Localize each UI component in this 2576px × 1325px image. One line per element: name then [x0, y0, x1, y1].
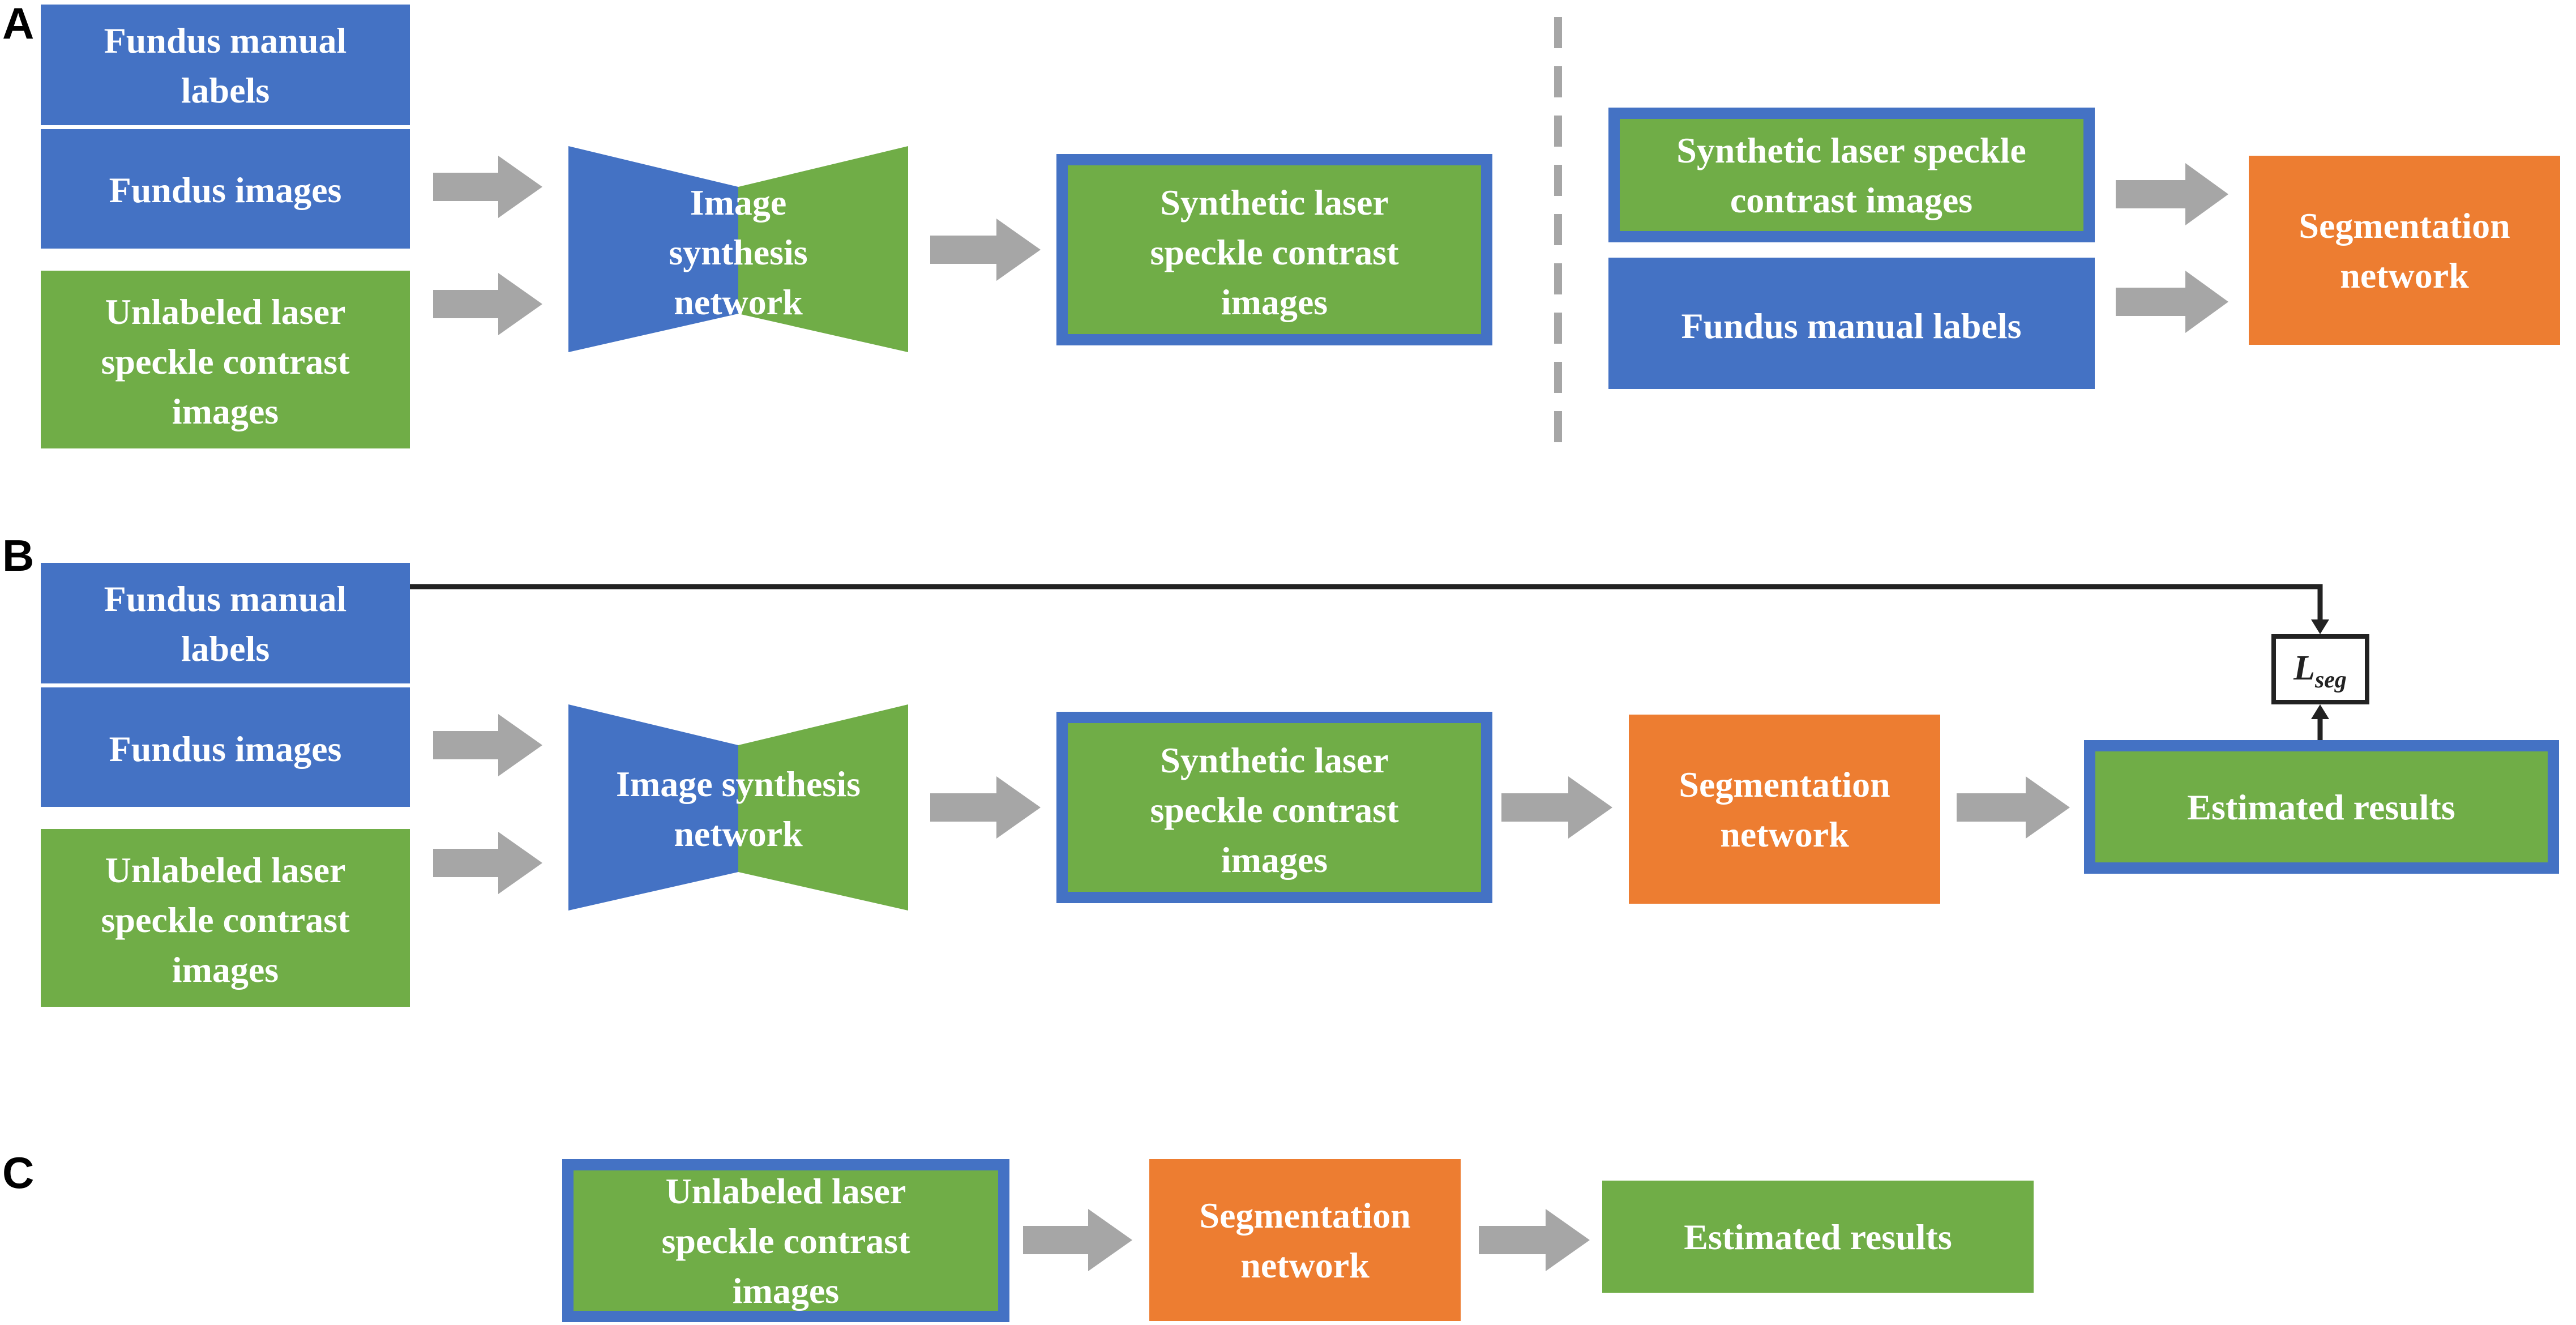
loss-main-letter: L [2293, 649, 2315, 687]
block-arrow-icon [1479, 1209, 1590, 1271]
block-arrow-icon [930, 219, 1041, 281]
b-fundus-images-box: Fundus images [41, 687, 410, 807]
block-arrow-icon [1501, 776, 1612, 839]
panel-a-letter: A [2, 0, 34, 48]
b-estimated-results-text: Estimated results [2187, 787, 2455, 827]
arrowhead-up-icon [2311, 704, 2329, 719]
label-to-loss-line [410, 584, 2323, 621]
block-arrow-icon [433, 832, 542, 894]
block-arrow-icon [930, 776, 1041, 839]
block-arrow-icon [1023, 1209, 1132, 1271]
block-arrow-icon [433, 273, 542, 335]
arrowhead-down-icon [2311, 619, 2329, 634]
loss-seg-box: Lseg [2271, 634, 2369, 704]
block-arrow-icon [2116, 163, 2228, 225]
a-fundus-images-text: Fundus images [109, 170, 342, 210]
loss-subscript: seg [2314, 667, 2347, 693]
block-arrow-icon [433, 156, 542, 218]
c-estimated-results-box: Estimated results [1602, 1181, 2034, 1293]
a-fundus-images-box: Fundus images [41, 129, 410, 249]
block-arrow-icon [1957, 776, 2070, 839]
panel-c-letter: C [2, 1148, 34, 1198]
c-estimated-results-text: Estimated results [1684, 1217, 1952, 1257]
b-fundus-images-text: Fundus images [109, 729, 342, 769]
a-right-fundus-manual-labels-text: Fundus manual labels [1681, 306, 2021, 346]
a-right-fundus-manual-labels-box: Fundus manual labels [1608, 258, 2095, 389]
b-estimated-results-box: Estimated results [2084, 740, 2559, 874]
block-arrow-icon [433, 714, 542, 776]
loss-seg-label: Lseg [2293, 649, 2347, 693]
panel-b-letter: B [2, 531, 34, 580]
block-arrow-icon [2116, 271, 2228, 333]
